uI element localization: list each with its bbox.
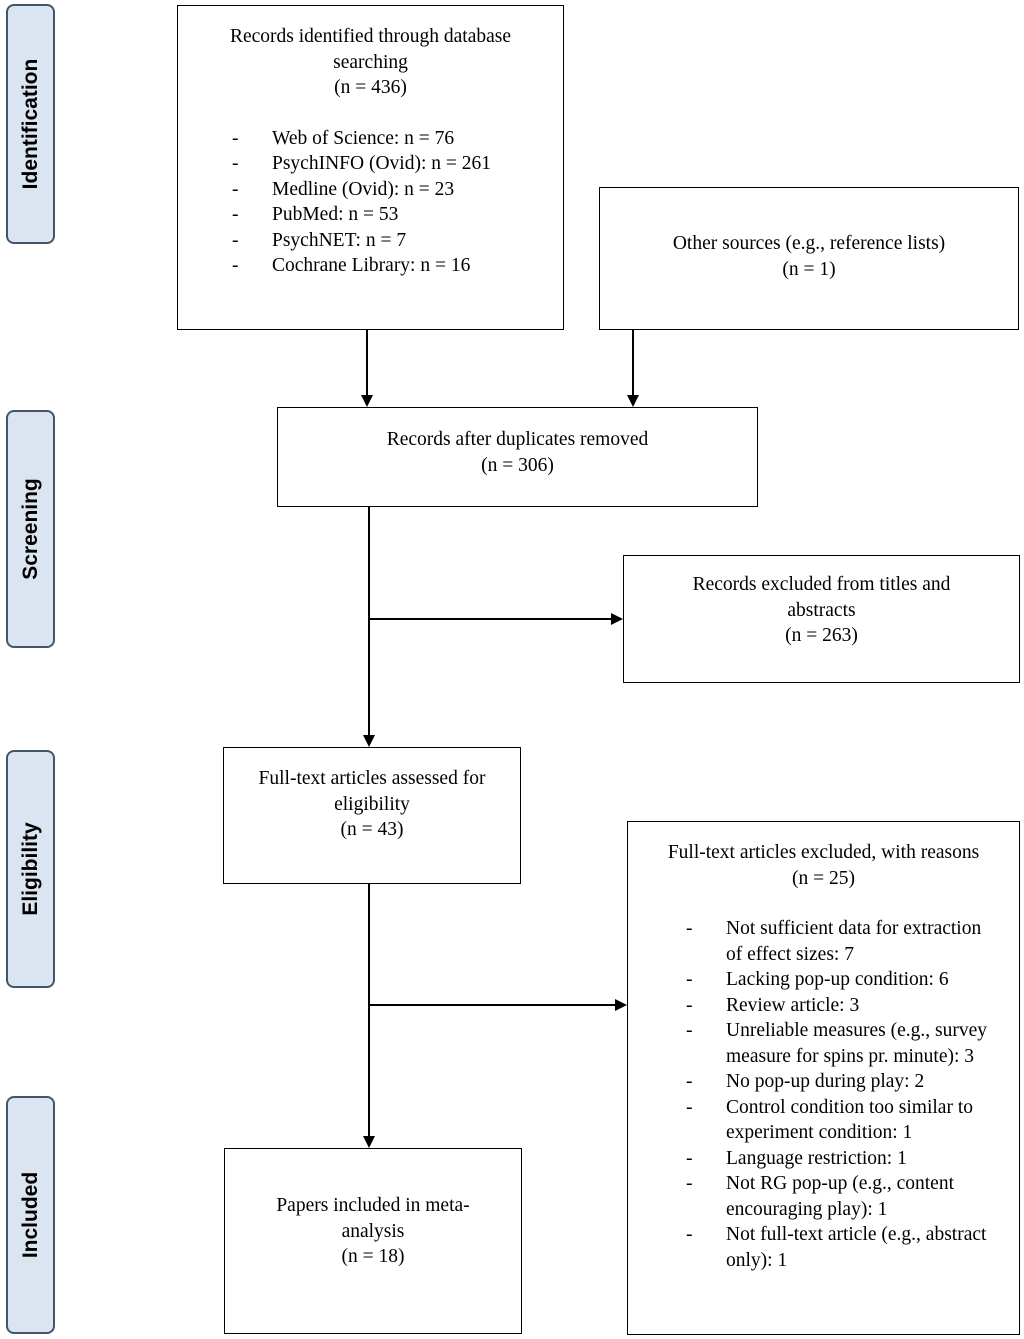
included-papers-count: (n = 18) xyxy=(341,1246,405,1267)
stage-included-label: Included xyxy=(18,1171,42,1259)
fulltext-excluded-title: Full-text articles excluded, with reason… xyxy=(667,842,980,863)
duplicates-removed-box: Records after duplicates removed (n = 30… xyxy=(277,407,758,507)
connector-fulltext-to-included xyxy=(368,884,370,1136)
database-source-item: Medline (Ovid): n = 23 xyxy=(232,177,533,203)
excluded-titles-count: (n = 263) xyxy=(785,625,858,646)
database-source-list: Web of Science: n = 76 PsychINFO (Ovid):… xyxy=(208,126,533,279)
duplicates-removed-count: (n = 306) xyxy=(481,454,554,476)
exclusion-reason-list: Not sufficient data for extraction of ef… xyxy=(642,916,1005,1273)
exclusion-reason-item: Not full-text article (e.g., abstract on… xyxy=(686,1222,1001,1273)
exclusion-reason-item: Not sufficient data for extraction of ef… xyxy=(686,916,1001,967)
database-source-item: Cochrane Library: n = 16 xyxy=(232,253,533,279)
database-search-count: (n = 436) xyxy=(334,77,407,98)
duplicates-removed-title: Records after duplicates removed xyxy=(386,429,649,450)
exclusion-reason-item: Language restriction: 1 xyxy=(686,1146,1001,1172)
connector-duplicates-to-fulltext xyxy=(368,507,370,735)
stage-identification: Identification xyxy=(6,4,55,244)
other-sources-box: Other sources (e.g., reference lists) (n… xyxy=(599,187,1019,330)
other-sources-count: (n = 1) xyxy=(782,258,836,280)
arrowhead-duplicates-to-fulltext xyxy=(363,735,375,747)
fulltext-assessed-title: Full-text articles assessed for eligibil… xyxy=(258,768,486,815)
arrowhead-to-excluded-fulltext xyxy=(615,999,627,1011)
arrowhead-fulltext-to-included xyxy=(363,1136,375,1148)
exclusion-reason-item: Review article: 3 xyxy=(686,993,1001,1019)
fulltext-assessed-box: Full-text articles assessed for eligibil… xyxy=(223,747,521,884)
included-papers-title: Papers included in meta-analysis xyxy=(276,1195,470,1242)
stage-included: Included xyxy=(6,1096,55,1334)
excluded-titles-title: Records excluded from titles and abstrac… xyxy=(692,574,951,621)
fulltext-excluded-count: (n = 25) xyxy=(792,867,855,889)
database-search-title: Records identified through database sear… xyxy=(229,26,512,73)
connector-database-to-duplicates xyxy=(366,330,368,395)
stage-screening: Screening xyxy=(6,410,55,648)
stage-eligibility: Eligibility xyxy=(6,750,55,988)
exclusion-reason-item: Unreliable measures (e.g., survey measur… xyxy=(686,1018,1001,1069)
database-source-item: PubMed: n = 53 xyxy=(232,202,533,228)
fulltext-assessed-count: (n = 43) xyxy=(340,819,404,840)
database-source-item: Web of Science: n = 76 xyxy=(232,126,533,152)
database-search-box: Records identified through database sear… xyxy=(177,5,564,330)
connector-to-excluded-titles xyxy=(369,618,611,620)
arrowhead-database-to-duplicates xyxy=(361,395,373,407)
connector-other-to-duplicates xyxy=(632,330,634,395)
database-source-item: PsychINFO (Ovid): n = 261 xyxy=(232,151,533,177)
fulltext-excluded-box: Full-text articles excluded, with reason… xyxy=(627,821,1020,1335)
exclusion-reason-item: Not RG pop-up (e.g., content encouraging… xyxy=(686,1171,1001,1222)
stage-identification-label: Identification xyxy=(18,58,42,190)
arrowhead-to-excluded-titles xyxy=(611,613,623,625)
exclusion-reason-item: No pop-up during play: 2 xyxy=(686,1069,1001,1095)
exclusion-reason-item: Lacking pop-up condition: 6 xyxy=(686,967,1001,993)
exclusion-reason-item: Control condition too similar to experim… xyxy=(686,1095,1001,1146)
connector-to-excluded-fulltext xyxy=(369,1004,615,1006)
excluded-titles-box: Records excluded from titles and abstrac… xyxy=(623,555,1020,683)
arrowhead-other-to-duplicates xyxy=(627,395,639,407)
stage-screening-label: Screening xyxy=(18,478,42,580)
included-papers-box: Papers included in meta-analysis (n = 18… xyxy=(224,1148,522,1334)
other-sources-title: Other sources (e.g., reference lists) xyxy=(672,233,946,254)
database-source-item: PsychNET: n = 7 xyxy=(232,228,533,254)
stage-eligibility-label: Eligibility xyxy=(18,822,42,916)
